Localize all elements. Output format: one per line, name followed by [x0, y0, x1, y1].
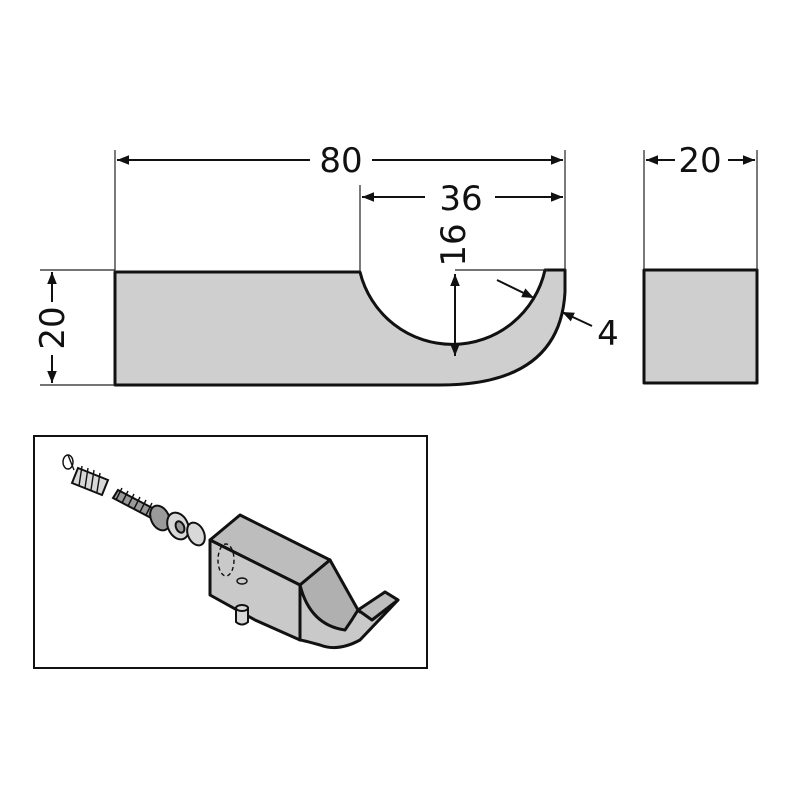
dimension-4: 4: [496, 279, 619, 354]
hook-3d-icon: [208, 513, 400, 650]
end-cap-icon: [62, 454, 75, 471]
mounting-bushing-icon: [149, 504, 206, 547]
dimension-20-width-label: 20: [678, 141, 721, 181]
dimension-20-height: 20: [33, 272, 73, 383]
side-view-profile: [642, 268, 759, 385]
dimension-80-label: 80: [319, 141, 362, 181]
side-view: [642, 150, 759, 385]
dimension-16-label: 16: [434, 223, 474, 266]
dimension-16: 16: [434, 223, 474, 356]
dimension-20-width: 20: [646, 141, 755, 181]
front-view: [113, 268, 567, 387]
dimension-36: 36: [362, 179, 563, 219]
dimension-20-height-label: 20: [33, 306, 73, 349]
dimension-36-label: 36: [439, 179, 482, 219]
wall-plug-icon: [70, 465, 110, 497]
dimension-4-label: 4: [597, 314, 619, 354]
set-screw-icon: [235, 604, 249, 626]
front-view-profile: [113, 268, 567, 387]
extension-lines: [40, 150, 566, 386]
dimension-80: 80: [117, 141, 563, 181]
assembly-inset: [33, 435, 428, 669]
